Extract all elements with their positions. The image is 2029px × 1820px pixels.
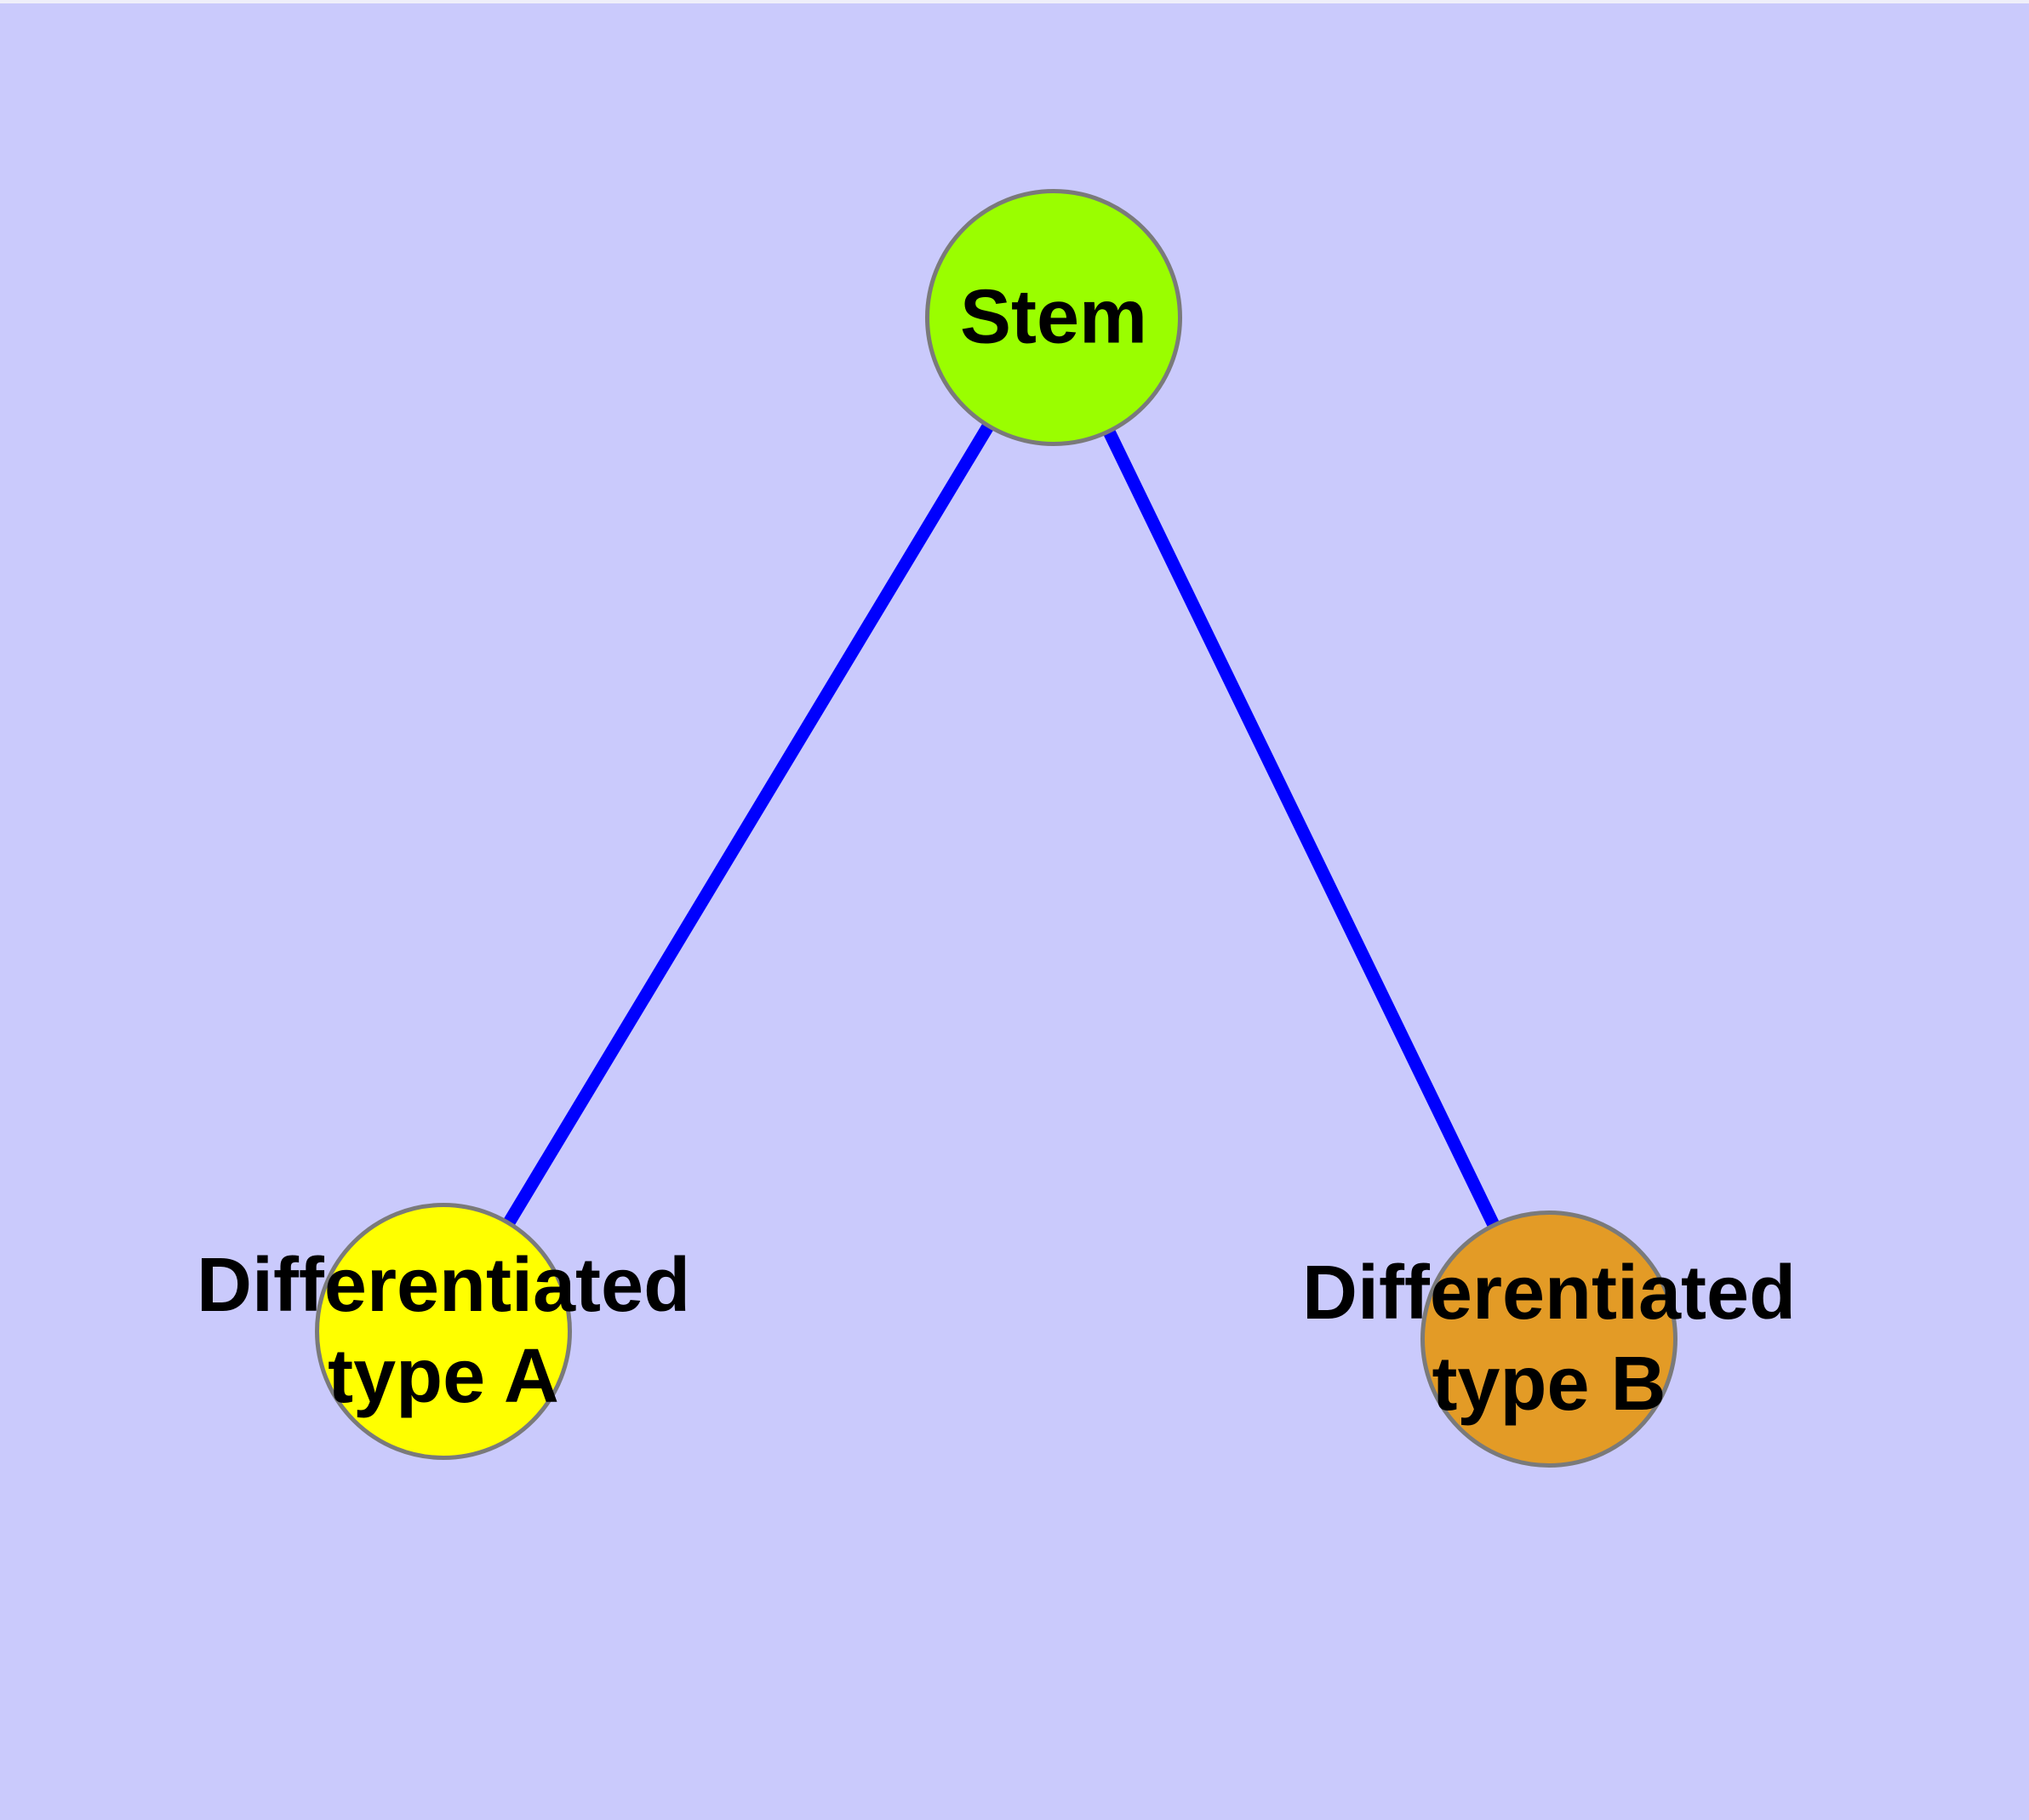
node-stem-circle bbox=[925, 189, 1182, 446]
node-differentiated-type-b-circle bbox=[1420, 1210, 1677, 1468]
edge-stem-to-differentiated-type-b bbox=[1048, 314, 1555, 1342]
edge-stem-to-differentiated-type-a bbox=[437, 314, 1060, 1335]
top-edge-highlight bbox=[0, 0, 2029, 3]
node-differentiated-type-a-circle bbox=[315, 1203, 572, 1460]
